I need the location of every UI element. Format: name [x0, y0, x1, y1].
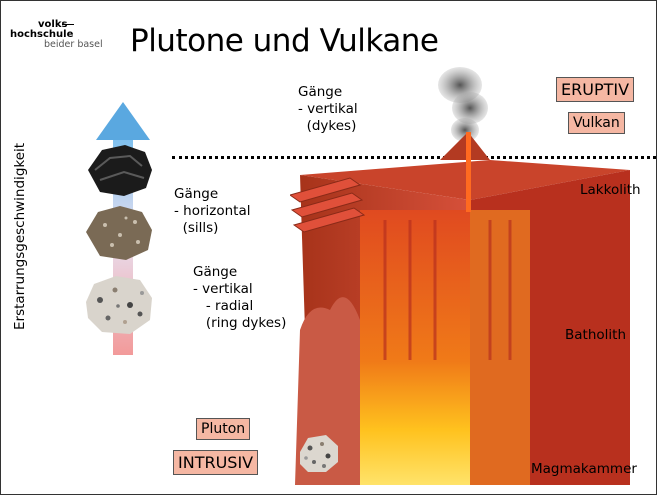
porphyry-rock-icon	[86, 206, 152, 260]
feeder-dyke	[466, 132, 471, 212]
magma-column-right	[470, 210, 530, 485]
label-magmakammer: Magmakammer	[531, 461, 637, 478]
label-sills: Gänge - horizontal (sills)	[174, 186, 251, 237]
vhs-logo: volks hochschule beider basel	[10, 20, 103, 50]
label-lakkolith: Lakkolith	[580, 182, 641, 199]
logo-line-3: beider basel	[44, 40, 103, 50]
logo-dash	[62, 24, 74, 25]
volcano-cone	[440, 132, 490, 160]
tag-pluton: Pluton	[196, 418, 250, 440]
label-dykes: Gänge - vertikal (dykes)	[298, 84, 358, 135]
slide-title: Plutone und Vulkane	[130, 22, 438, 60]
label-batholith: Batholith	[565, 327, 626, 344]
label-ring-dykes: Gänge - vertikal - radial (ring dykes)	[193, 264, 286, 332]
magma-column	[360, 210, 470, 485]
tag-eruptiv: ERUPTIV	[556, 77, 634, 102]
axis-label-solidification-speed: Erstarrungsgeschwindigkeit	[12, 143, 28, 330]
granite-rock-icon	[86, 276, 152, 334]
obsidian-rock-icon	[88, 145, 152, 196]
rock-arrow-graphic	[80, 100, 170, 360]
granite-sample-icon	[296, 432, 342, 476]
tag-intrusiv: INTRUSIV	[173, 450, 258, 475]
arrow-head-icon	[96, 102, 150, 140]
tag-vulkan: Vulkan	[568, 112, 625, 134]
smoke-plume-icon	[438, 67, 488, 142]
